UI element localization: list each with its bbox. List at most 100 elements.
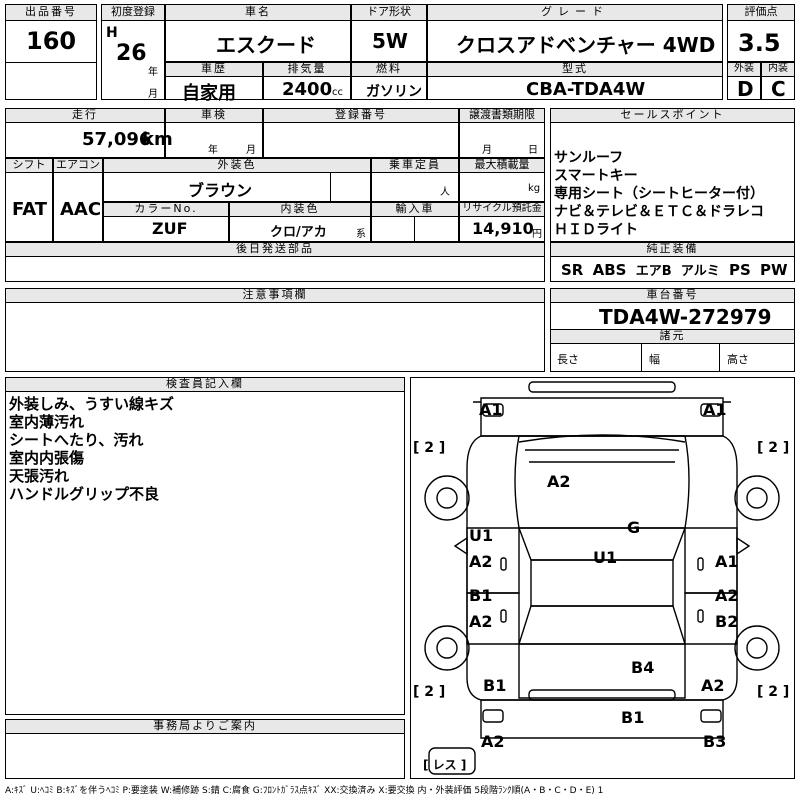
int-color: クロ/アカ: [270, 225, 327, 240]
inspector-note: ハンドルグリップ不良: [9, 485, 160, 503]
model-box: 型式 CBA-TDA4W: [427, 62, 723, 100]
mark-rear-gate: B1: [621, 708, 645, 727]
right-rear-door: [684, 592, 738, 645]
caution-box: 注意事項欄: [5, 288, 545, 372]
sales-point-item: ＨＩＤライト: [554, 222, 638, 238]
recycle-unit: 円: [532, 229, 542, 240]
load-label: 最大積載量: [459, 158, 545, 173]
mark-right-rear-door-1: A2: [715, 586, 739, 605]
transfer-month-unit: 月: [482, 145, 492, 156]
equipment-list: SR ABS エアB アルミ PS PW: [561, 260, 788, 279]
load-box: 最大積載量 kg: [459, 158, 545, 202]
load-unit: kg: [528, 183, 541, 194]
sales-points-list: サンルーフ スマートキー 専用シート（シートヒーター付） ナビ＆テレビ＆ＥＴＣ＆…: [554, 149, 764, 239]
equipment-item: エアB: [635, 264, 672, 279]
equipment-box: 純正装備 SR ABS エアB アルミ PS PW: [550, 242, 795, 282]
history-label: 車歴: [165, 62, 263, 77]
color-no-box: カラーNo. ZUF: [103, 202, 229, 242]
mark-left-rear-door-2: A2: [469, 612, 493, 631]
reg-year: 26: [116, 41, 147, 66]
displacement: 2400: [282, 79, 333, 100]
later-parts-box: 後日発送部品: [5, 242, 545, 282]
sales-point-item: スマートキー: [554, 168, 638, 184]
exterior-label: 外装: [727, 62, 761, 77]
era: H: [106, 25, 118, 41]
wheel-rear-left: [424, 625, 470, 671]
equipment-item: SR: [561, 261, 584, 279]
mark-left-front-door-1: U1: [469, 526, 494, 545]
sales-points-label: セールスポイント: [550, 108, 795, 123]
exterior-grade: D: [737, 77, 754, 101]
mark-wheel-rl: [ 2 ]: [413, 684, 446, 700]
ext-color: ブラウン: [188, 181, 253, 200]
inspector-note: 外装しみ、うすい線キズ: [9, 395, 175, 413]
displacement-box: 排気量 2400 cc: [263, 62, 351, 100]
int-color-box: 内装色 クロ/アカ 系: [229, 202, 371, 242]
grade-box: グレード クロスアドベンチャー 4WD: [427, 4, 723, 62]
transfer-box: 譲渡書類期限 月 日: [459, 108, 545, 158]
inspector-label: 検査員記入欄: [5, 377, 405, 392]
score-label: 評価点: [727, 4, 795, 21]
rear-glass: [518, 605, 686, 645]
door-label: ドア形状: [351, 4, 427, 21]
import-divider: [414, 217, 415, 241]
shift-box: シフト FAT: [5, 158, 53, 242]
inspector-notes: 外装しみ、うすい線キズ 室内薄汚れ シートへたり、汚れ 室内内張傷 天張汚れ ハ…: [9, 395, 174, 503]
mark-right-rear-door-2: B2: [715, 612, 739, 631]
first-reg-label: 初度登録: [101, 4, 165, 21]
mark-front-left: A1: [479, 400, 503, 419]
spec-divider-1: [641, 344, 642, 372]
recycle: 14,910: [472, 219, 534, 238]
mark-left-quarter: B1: [483, 676, 507, 695]
height-label: 高さ: [727, 353, 749, 366]
ac-box: エアコン AAC: [53, 158, 103, 242]
interior-label: 内装: [761, 62, 795, 77]
mileage-box: 走行 57,096 km: [5, 108, 173, 158]
sales-point-item: ナビ＆テレビ＆ＥＴＣ＆ドラレコ: [554, 204, 764, 220]
equipment-item: PW: [759, 261, 788, 279]
lot-number-divider: [6, 62, 96, 63]
grade: クロスアドベンチャー 4WD: [456, 33, 716, 57]
length-label: 長さ: [557, 353, 579, 366]
shift-label: シフト: [5, 158, 53, 173]
office-label: 事務局よりご案内: [5, 719, 405, 734]
mark-rear-bumper-right: B3: [703, 732, 727, 751]
capacity-label: 乗車定員: [371, 158, 459, 173]
door-type: 5W: [372, 29, 408, 53]
grade-label: グレード: [427, 4, 723, 21]
spec-divider-2: [719, 344, 720, 372]
mileage: 57,096: [82, 129, 152, 150]
inspector-note: 室内内張傷: [9, 449, 85, 467]
car-diagram: [424, 381, 780, 775]
rear-gate: [518, 643, 686, 699]
inspector-note: シートへたり、汚れ: [9, 431, 144, 449]
mark-rear-bumper-left: A2: [481, 732, 505, 751]
chassis-label: 車台番号: [550, 288, 795, 303]
history-box: 車歴 自家用: [165, 62, 263, 104]
displacement-label: 排気量: [263, 62, 351, 77]
car-name-label: 車名: [165, 4, 351, 21]
inspector-note: 室内薄汚れ: [9, 413, 85, 431]
chassis-number: TDA4W-272979: [599, 305, 772, 329]
equipment-item: ABS: [592, 261, 627, 279]
displacement-unit: cc: [332, 87, 343, 98]
int-color-label: 内装色: [229, 202, 371, 217]
history: 自家用: [182, 83, 236, 104]
wheel-front-right: [734, 475, 780, 521]
lot-number: 160: [26, 27, 77, 55]
sales-point-item: サンルーフ: [554, 150, 624, 166]
fuel-label: 燃料: [351, 62, 427, 77]
year-unit: 年: [148, 67, 158, 78]
color-no-label: カラーNo.: [103, 202, 229, 217]
mark-left-front-door-2: A2: [469, 552, 493, 571]
month-unit: 月: [148, 89, 158, 100]
caution-label: 注意事項欄: [5, 288, 545, 303]
recycle-box: リサイクル預託金 14,910 円: [459, 202, 545, 242]
score-box: 評価点 3.5: [727, 4, 795, 62]
inspection-year-unit: 年: [208, 145, 218, 156]
mark-spare: [ レス ]: [423, 758, 467, 772]
spec-label: 諸元: [550, 329, 795, 344]
left-rear-door: [466, 592, 520, 645]
sales-point-item: 専用シート（シートヒーター付）: [554, 186, 764, 202]
exterior-grade-box: 外装 D: [727, 62, 761, 101]
